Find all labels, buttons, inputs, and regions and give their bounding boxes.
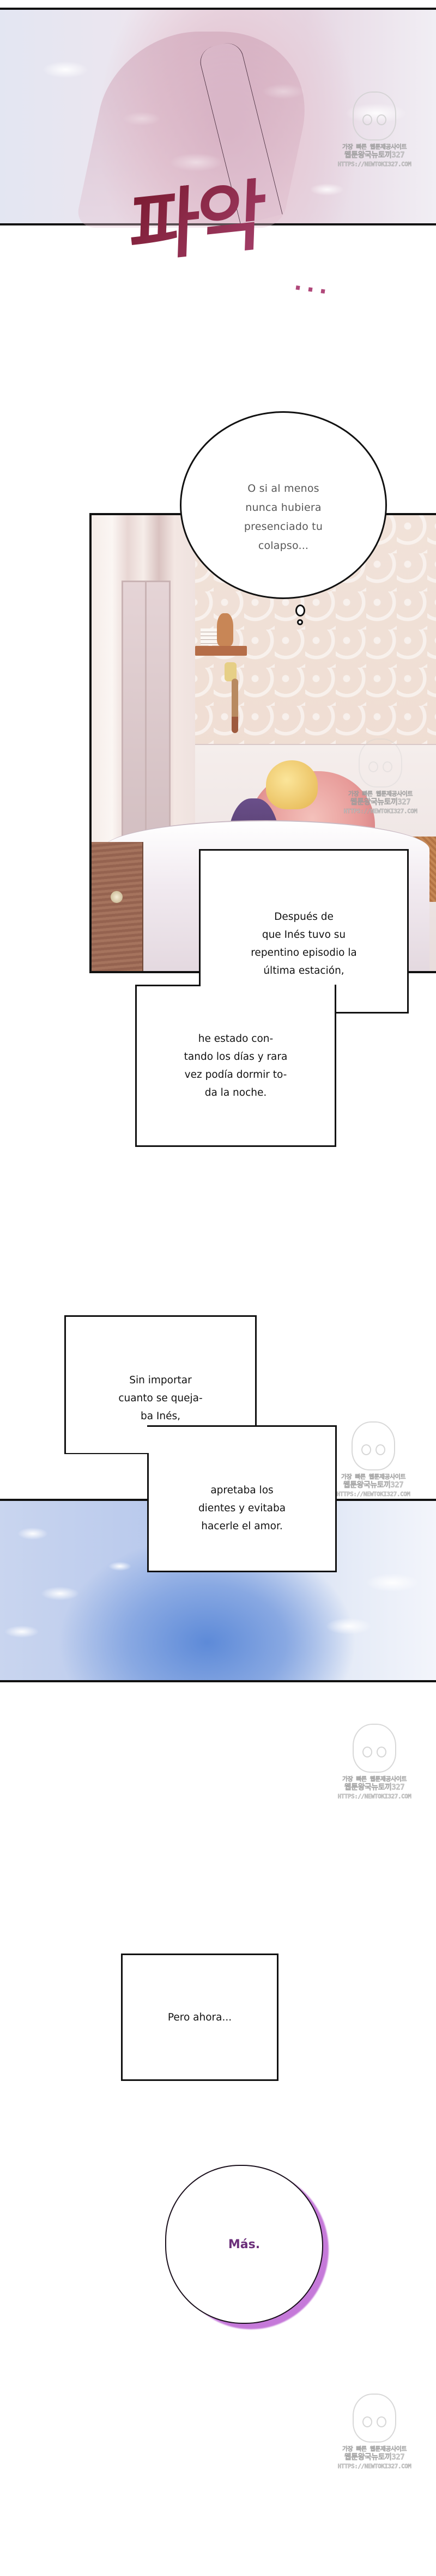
pitcher-illustration [217,613,233,646]
watermark-mascot-icon [353,1724,396,1773]
caption-text: apretaba los dientes y evitaba hacerle e… [198,1485,286,1532]
caption-join [149,1453,255,1456]
watermark-url: HTTPS://NEWTOKI327.COM [343,808,417,815]
watermark-line-2: 웹툰왕국뉴토끼327 [344,151,405,160]
watermark-mascot-icon [353,91,396,141]
towels-illustration [201,628,220,645]
man-blonde-hair [266,760,318,809]
watermark: 가장 빠른 웹툰제공사이트 웹툰왕국뉴토끼327 HTTPS://NEWTOKI… [332,1421,414,1519]
watermark-url: HTTPS://NEWTOKI327.COM [337,2463,411,2470]
watermark-line-2: 웹툰왕국뉴토끼327 [344,2453,405,2462]
thought-line: colapso... [258,540,309,552]
watermark-url: HTTPS://NEWTOKI327.COM [337,161,411,168]
watermark-line-1: 가장 빠른 웹툰제공사이트 [342,2445,407,2452]
watermark-line-2: 웹툰왕국뉴토끼327 [343,1481,404,1490]
caption-text: he estado con- tando los días y rara vez… [184,1033,288,1098]
caption-text: Después de que Inés tuvo su repentino ep… [251,911,357,976]
watermark-mascot-icon [352,1421,395,1470]
thought-tail-dot [295,605,305,616]
bath-brush-illustration [232,679,238,733]
thought-line: nunca hubiera [245,502,322,514]
shelf-illustration [195,646,247,656]
caption-join [201,985,335,1016]
watermark-url: HTTPS://NEWTOKI327.COM [337,1793,411,1800]
thought-line: presenciado tu [244,521,323,533]
sound-effect-dots: ... [293,270,334,300]
cabinet-illustration [92,842,143,971]
watermark-mascot-icon [359,738,402,788]
watermark-line-1: 가장 빠른 웹툰제공사이트 [342,143,407,150]
cabinet-knob-icon [111,891,123,903]
sponge-illustration [225,662,237,681]
watermark-line-2: 웹툰왕국뉴토끼327 [344,1783,405,1792]
watermark-url: HTTPS://NEWTOKI327.COM [336,1491,410,1498]
watermark-line-1: 가장 빠른 웹툰제공사이트 [341,1473,406,1480]
watermark: 가장 빠른 웹툰제공사이트 웹툰왕국뉴토끼327 HTTPS://NEWTOKI… [334,2394,415,2492]
watermark-mascot-icon [353,2394,396,2443]
watermark: 가장 빠른 웹툰제공사이트 웹툰왕국뉴토끼327 HTTPS://NEWTOKI… [340,738,421,837]
caption-text: Pero ahora... [167,2011,232,2023]
speech-bubble: Más. [165,2165,323,2324]
watermark-line-1: 가장 빠른 웹툰제공사이트 [342,1775,407,1783]
thought-bubble-text: O si al menos nunca hubiera presenciado … [180,479,387,556]
sound-effect: 파악 [126,167,359,328]
watermark: 가장 빠른 웹툰제공사이트 웹툰왕국뉴토끼327 HTTPS://NEWTOKI… [334,1724,415,1822]
thought-tail-dot [297,619,303,625]
speech-bubble-text: Más. [228,2237,261,2251]
caption-join [66,1427,254,1453]
caption-box-5: Pero ahora... [121,1954,278,2081]
watermark-line-1: 가장 빠른 웹툰제공사이트 [348,790,413,797]
watermark-line-2: 웹툰왕국뉴토끼327 [350,798,411,807]
thought-line: O si al menos [247,483,319,495]
caption-text: Sin importar cuanto se queja- ba Inés, [118,1375,203,1422]
thought-bubble [180,411,387,599]
panel-underwater-hand: 가장 빠른 웹툰제공사이트 웹툰왕국뉴토끼327 HTTPS://NEWTOKI… [0,8,436,228]
watermark: 가장 빠른 웹툰제공사이트 웹툰왕국뉴토끼327 HTTPS://NEWTOKI… [334,91,415,190]
